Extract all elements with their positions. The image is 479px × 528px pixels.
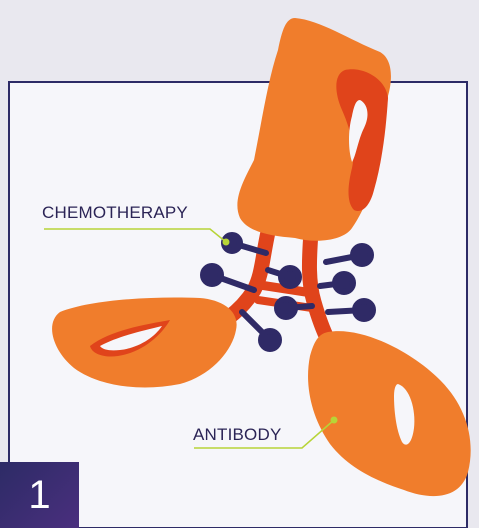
- drug-molecule-icon: [261, 331, 279, 349]
- drug-molecule-icon: [281, 268, 299, 286]
- drug-molecule-icon: [203, 266, 221, 284]
- drug-molecule-icon: [335, 274, 353, 292]
- drug-molecule-icon: [353, 246, 371, 264]
- drug-molecule-icon: [355, 301, 373, 319]
- step-number-badge: 1: [0, 462, 79, 528]
- antibody-label: ANTIBODY: [193, 425, 282, 445]
- chemotherapy-label: CHEMOTHERAPY: [42, 203, 188, 223]
- drug-molecule-icon: [277, 299, 295, 317]
